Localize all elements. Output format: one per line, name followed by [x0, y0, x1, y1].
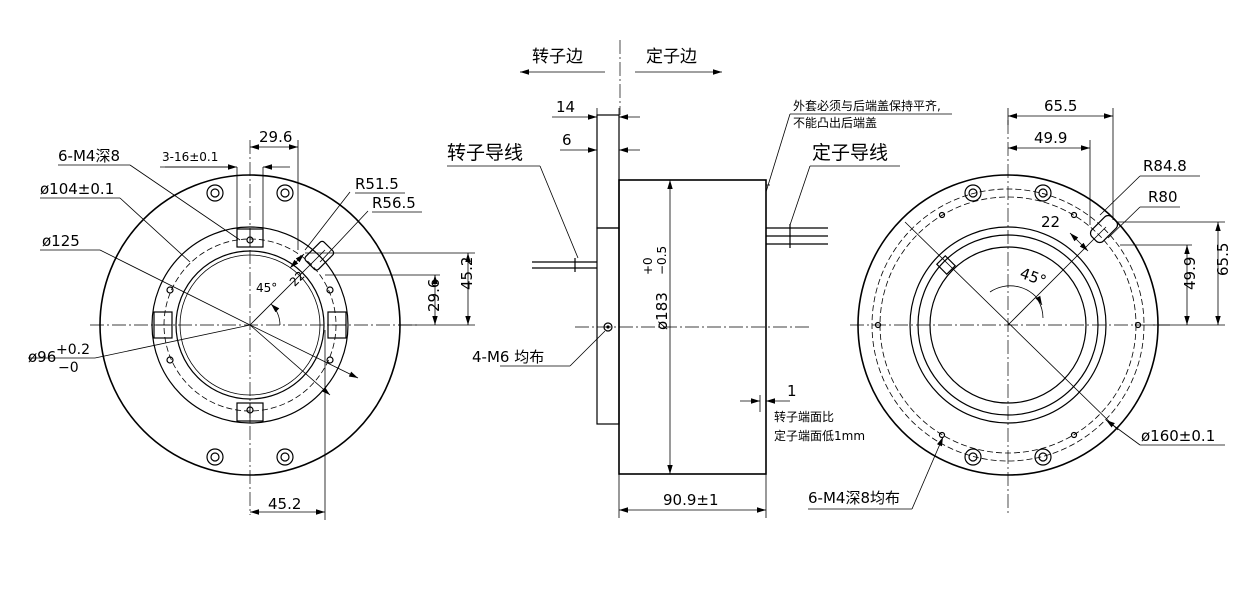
diameter-183: ø183 [653, 292, 671, 330]
left-rotor-ring-outer [151, 226, 349, 424]
left-bore-inner [179, 254, 321, 396]
left-slot-width: 3-16±0.1 [162, 150, 218, 164]
right-angle: 45° [1018, 264, 1049, 290]
right-bore-inner [929, 246, 1087, 404]
left-r56: R56.5 [372, 194, 416, 212]
left-hole-callout: 6-M4深8 [58, 147, 120, 165]
m6-hole [603, 322, 613, 332]
rotor-note-1: 转子端面比 [774, 409, 834, 424]
stator-wire-label: 定子导线 [812, 142, 888, 164]
left-view: 6-M4深8 3-16±0.1 29.6 ø104±0.1 ø125 ø96 +… [28, 128, 476, 520]
dim-6: 6 [562, 131, 572, 149]
right-dim-65-5-v: 65.5 [1214, 243, 1232, 276]
left-d104: ø104±0.1 [40, 180, 114, 198]
right-diagonal [904, 221, 1119, 431]
left-d96-plus: +0.2 [56, 342, 90, 358]
rotor-note-2: 定子端面低1mm [774, 428, 865, 443]
left-dim-45-2-v: 45.2 [458, 257, 476, 290]
left-r51: R51.5 [355, 175, 399, 193]
dim-1: 1 [787, 382, 797, 400]
right-view: 65.5 49.9 R84.8 R80 22 49.9 65.5 45° ø16… [808, 97, 1232, 515]
left-d96: ø96 [28, 348, 56, 366]
right-bore-ring [917, 234, 1099, 416]
note-line-1: 外套必须与后端盖保持平齐, [793, 98, 941, 113]
left-dim-45-2-h: 45.2 [268, 495, 301, 513]
note-line-2: 不能凸出后端盖 [793, 116, 877, 130]
right-dim-65-5-h: 65.5 [1044, 97, 1077, 115]
right-holes [874, 184, 1142, 466]
right-r80: R80 [1148, 188, 1178, 206]
left-angle: 45° [256, 281, 277, 295]
right-hole-callout: 6-M4深8均布 [808, 489, 900, 507]
left-flange-holes [206, 184, 294, 466]
left-dim-29-6-v: 29.6 [425, 279, 443, 312]
dim-14: 14 [556, 98, 575, 116]
diameter-183-plus: +0 [641, 257, 655, 275]
left-d96-minus: −0 [58, 360, 79, 376]
rotor-shaft-section [596, 114, 620, 229]
left-dim-top: 29.6 [259, 128, 292, 146]
stator-wires [766, 224, 828, 248]
rotor-wire-label: 转子导线 [447, 142, 523, 164]
rotor-wires [532, 258, 597, 272]
left-45-line [249, 249, 326, 326]
left-m4-holes [166, 236, 334, 414]
rotor-side-label: 转子边 [532, 47, 583, 67]
left-dim-22: 22 [287, 268, 308, 289]
right-dim-49-9-v: 49.9 [1181, 257, 1199, 290]
right-dim-22: 22 [1041, 213, 1060, 231]
right-bore-outer [909, 226, 1107, 424]
left-d125: ø125 [42, 232, 80, 250]
left-bore [175, 250, 325, 400]
right-bolt-circle [871, 188, 1145, 462]
m6-callout: 4-M6 均布 [472, 348, 544, 366]
stator-side-label: 定子边 [646, 47, 697, 67]
right-d160: ø160±0.1 [1141, 427, 1215, 445]
length-dim: 90.9±1 [663, 491, 719, 509]
right-dim-49-9-h: 49.9 [1034, 129, 1067, 147]
right-r84: R84.8 [1143, 157, 1187, 175]
diameter-183-minus: −0.5 [655, 246, 669, 275]
side-view: 转子边 定子边 14 6 [447, 40, 952, 518]
